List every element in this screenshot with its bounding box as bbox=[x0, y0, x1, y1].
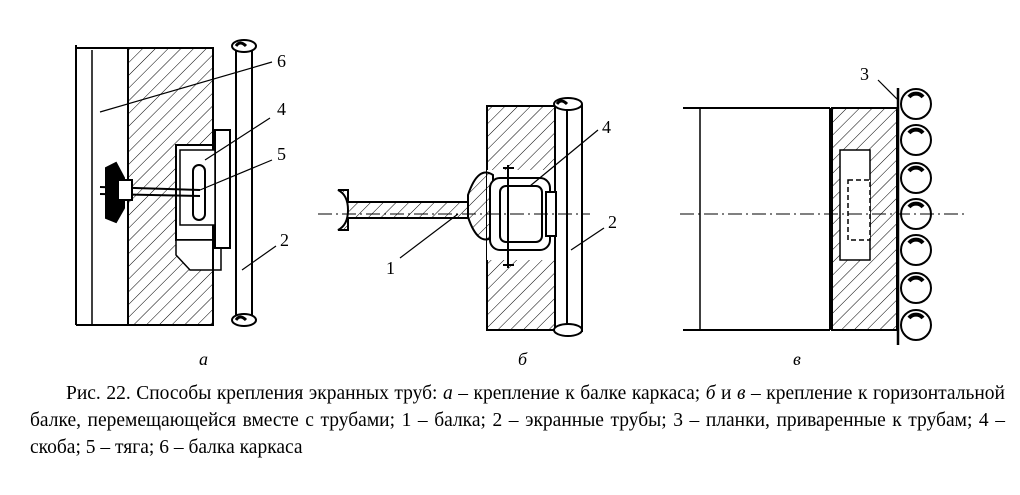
drawing-a bbox=[75, 39, 277, 327]
figure-caption: Рис. 22. Способы крепления экранных труб… bbox=[30, 380, 1005, 461]
caption-part1: – крепление к балке каркаса; bbox=[452, 383, 706, 404]
label-a-5: 5 bbox=[277, 144, 286, 164]
label-b-1: 1 bbox=[386, 258, 395, 278]
caption-part2: – крепление к горизонтальной балке, пере… bbox=[30, 383, 1005, 458]
drawing-c bbox=[680, 79, 965, 345]
label-b-4: 4 bbox=[602, 117, 611, 137]
figure-diagram: 6 4 5 2 а 4 2 1 б bbox=[75, 39, 965, 369]
label-a-2: 2 bbox=[280, 230, 289, 250]
label-a-4: 4 bbox=[277, 99, 286, 119]
label-c-3: 3 bbox=[860, 64, 869, 84]
label-b-2: 2 bbox=[608, 212, 617, 232]
caption-b-letter: б bbox=[705, 383, 716, 404]
caption-c-letter: в bbox=[736, 383, 746, 404]
caption-a-letter: а bbox=[442, 383, 453, 404]
sublabel-b: б bbox=[518, 349, 528, 369]
caption-and: и bbox=[715, 383, 737, 404]
sublabel-a: а bbox=[199, 349, 208, 369]
caption-prefix: Рис. 22. Способы крепления экранных труб… bbox=[66, 383, 443, 404]
sublabel-c: в bbox=[793, 349, 801, 369]
drawing-b bbox=[318, 97, 605, 337]
label-a-6: 6 bbox=[277, 51, 286, 71]
